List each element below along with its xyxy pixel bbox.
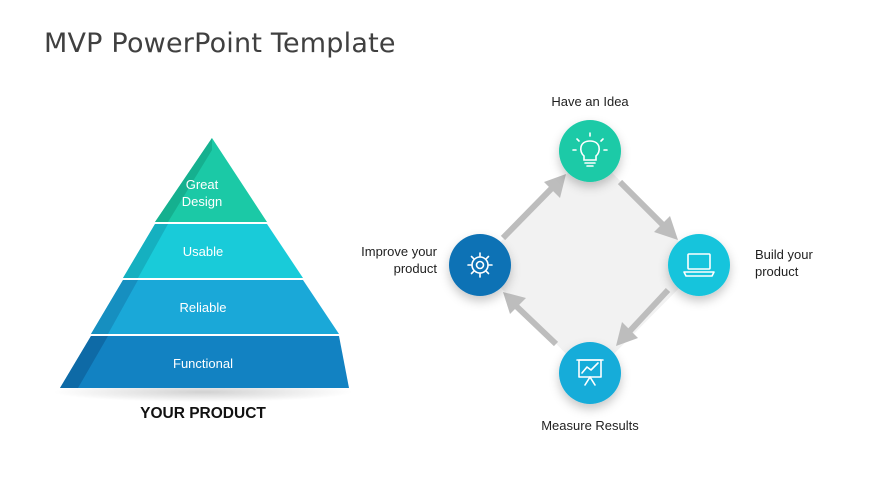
arrow-shaft	[500, 185, 555, 241]
arrow-head	[616, 322, 638, 346]
pyramid-label-line: Usable	[183, 244, 223, 259]
node-label: Build your	[755, 247, 813, 262]
arrow-measure-to-improve	[503, 292, 559, 347]
node-circle	[668, 234, 730, 296]
cycle-node-measure-results: Measure Results	[541, 342, 639, 433]
pyramid-level-usable: Usable	[123, 224, 303, 278]
pyramid-level-functional: Functional	[60, 336, 349, 388]
node-label: Improve your	[361, 244, 438, 259]
pyramid-side	[123, 224, 168, 278]
pyramid-caption: YOUR PRODUCT	[140, 405, 266, 422]
pyramid-level-reliable: Reliable	[91, 280, 339, 334]
node-label: product	[755, 264, 799, 279]
arrow-head	[503, 292, 526, 314]
laptop-icon	[683, 253, 715, 277]
arrow-head	[544, 174, 566, 198]
cycle-node-improve-your-product: Improve your product	[361, 234, 511, 296]
lightbulb-icon	[572, 132, 608, 167]
node-circle	[559, 120, 621, 182]
arrow-improve-to-idea	[500, 174, 566, 241]
pyramid-face	[91, 280, 339, 334]
node-circle	[449, 234, 511, 296]
presentation-chart-icon	[576, 359, 604, 386]
node-label: product	[394, 261, 438, 276]
pyramid-face	[123, 224, 303, 278]
pyramid-label-line: Reliable	[180, 300, 227, 315]
cycle-diagram: Have an Idea Build your product	[361, 94, 813, 433]
pyramid-label-line: Design	[182, 194, 222, 209]
arrow-shaft	[511, 301, 559, 347]
arrow-shaft	[617, 179, 667, 229]
node-label: Have an Idea	[551, 94, 629, 109]
pyramid-face	[60, 336, 349, 388]
pyramid-side	[155, 138, 212, 222]
pyramid-level-great-design: Great Design	[155, 138, 267, 222]
pyramid-side	[91, 280, 138, 334]
arrow-build-to-measure	[616, 287, 671, 346]
node-label: Measure Results	[541, 418, 639, 433]
pyramid-face	[155, 138, 267, 222]
arrow-idea-to-build	[617, 179, 678, 240]
arrow-shaft	[625, 287, 671, 336]
cycle-node-build-your-product: Build your product	[668, 234, 813, 296]
pyramid: Great Design Usable Reliable Functional	[53, 138, 353, 422]
pyramid-label-line: Functional	[173, 356, 233, 371]
pyramid-label-line: Great	[186, 177, 219, 192]
gear-cycle-icon	[467, 252, 493, 278]
slide-title: MVP PowerPoint Template	[44, 28, 396, 59]
arrow-head	[654, 216, 678, 240]
cycle-node-have-an-idea: Have an Idea	[551, 94, 629, 182]
pyramid-side	[60, 336, 108, 388]
node-circle	[559, 342, 621, 404]
cycle-arrows	[500, 174, 678, 347]
